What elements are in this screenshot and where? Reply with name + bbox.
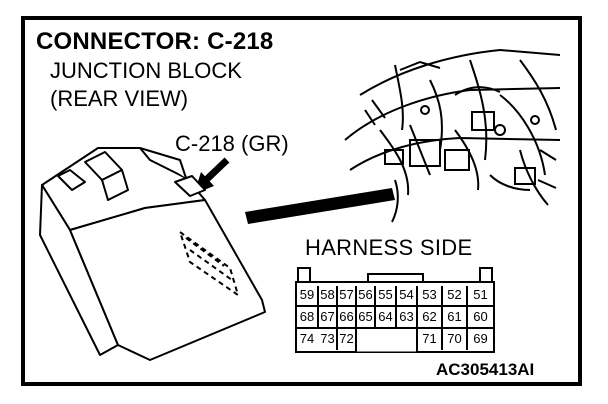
- pin-57: 57: [339, 287, 354, 302]
- pointer-wedge: [245, 188, 395, 224]
- pin-72: 72: [339, 331, 354, 346]
- view-label: (REAR VIEW): [50, 86, 189, 111]
- connector-title: CONNECTOR: C-218: [36, 28, 274, 55]
- pin-65: 65: [358, 309, 373, 324]
- pin-54: 54: [399, 287, 414, 302]
- connector-face: [295, 267, 495, 353]
- pin-52: 52: [447, 287, 462, 302]
- pin-60: 60: [473, 309, 488, 324]
- pin-64: 64: [378, 309, 393, 324]
- junction-block-label: JUNCTION BLOCK: [50, 58, 242, 83]
- pin-53: 53: [422, 287, 437, 302]
- pin-71: 71: [422, 331, 437, 346]
- harness-side-label: HARNESS SIDE: [305, 235, 473, 260]
- pin-56: 56: [358, 287, 373, 302]
- pin-66: 66: [339, 309, 354, 324]
- pin-58: 58: [320, 287, 335, 302]
- pin-62: 62: [422, 309, 437, 324]
- pin-59: 59: [299, 287, 315, 302]
- pin-73: 73: [320, 331, 335, 346]
- figure-code: AC305413AI: [436, 360, 535, 379]
- pin-61: 61: [447, 309, 462, 324]
- pin-74: 74: [299, 331, 315, 346]
- junction-block: [39, 147, 266, 361]
- pin-67: 67: [320, 309, 335, 324]
- pin-55: 55: [378, 287, 393, 302]
- diagram-frame: [21, 16, 582, 386]
- pin-68: 68: [299, 309, 315, 324]
- pin-69: 69: [473, 331, 488, 346]
- pin-63: 63: [399, 309, 414, 324]
- pin-51: 51: [473, 287, 488, 302]
- dashboard-illustration: [344, 48, 561, 223]
- connector-callout: C-218 (GR): [175, 131, 289, 156]
- pin-70: 70: [447, 331, 462, 346]
